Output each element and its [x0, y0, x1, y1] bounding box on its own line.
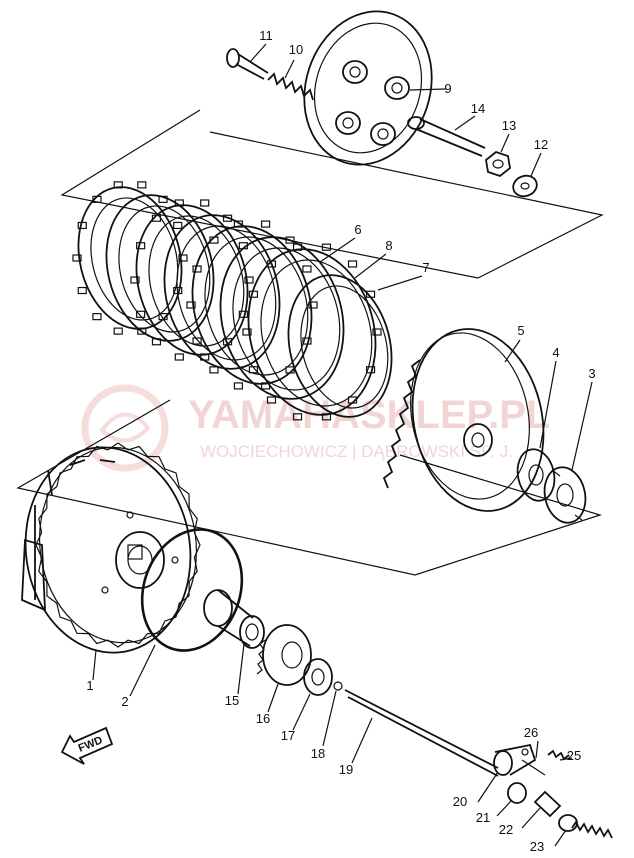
plate-bosses — [335, 60, 410, 146]
watermark-brand: YAMAHASKLEP.PL — [188, 393, 550, 437]
callout-leader-6 — [319, 237, 356, 263]
callout-leader-9 — [409, 88, 447, 91]
callout-number-3: 3 — [588, 366, 595, 381]
callout-number-9: 9 — [444, 81, 451, 96]
callout-leader-19 — [351, 717, 373, 764]
callout-number-1: 1 — [86, 678, 93, 693]
screw-23 — [571, 820, 613, 839]
lock-washer — [543, 466, 587, 524]
callout-number-23: 23 — [530, 839, 544, 854]
callout-leader-3 — [571, 381, 593, 471]
clutch-boss — [382, 328, 545, 512]
callout-number-11: 11 — [259, 28, 273, 43]
callout-number-17: 17 — [281, 728, 295, 743]
washer-17 — [303, 658, 333, 696]
callout-leader-1 — [92, 649, 97, 681]
callout-leader-17 — [292, 693, 311, 731]
callout-leader-22 — [521, 807, 541, 829]
callout-number-13: 13 — [502, 118, 516, 133]
callout-leader-20 — [477, 771, 499, 803]
guide-planes — [16, 109, 604, 576]
callout-number-21: 21 — [476, 810, 490, 825]
callout-number-12: 12 — [534, 137, 548, 152]
push-rod — [407, 116, 486, 157]
callout-leader-7 — [377, 275, 423, 291]
callout-leader-12 — [530, 152, 542, 177]
callout-number-19: 19 — [339, 762, 353, 777]
callout-number-15: 15 — [225, 693, 239, 708]
callout-leader-2 — [129, 644, 156, 697]
callout-leader-18 — [322, 690, 337, 747]
callout-leader-15 — [237, 643, 245, 695]
primary-drive-gear — [256, 624, 312, 686]
callout-leader-25 — [559, 757, 573, 761]
callout-leader-10 — [284, 59, 295, 79]
callout-number-16: 16 — [256, 711, 270, 726]
callout-labels: 1234567891011121314151617181920212223252… — [86, 28, 595, 854]
release-mechanism — [493, 743, 613, 839]
steel-ball — [333, 681, 343, 691]
callout-number-5: 5 — [517, 323, 524, 338]
clutch-plate-stack — [72, 181, 393, 421]
return-spring — [547, 749, 570, 761]
callout-number-10: 10 — [289, 42, 303, 57]
push-rod-long — [344, 689, 499, 777]
washer-12 — [512, 174, 538, 198]
watermark-subtitle: WOJCIECHOWICZ | DĄBROWSKI SP. J. — [200, 442, 513, 461]
fwd-arrow-icon: FWD — [60, 726, 114, 765]
callout-leader-16 — [267, 683, 279, 713]
callout-leader-5 — [504, 339, 521, 363]
callout-number-6: 6 — [354, 222, 361, 237]
callout-number-18: 18 — [311, 746, 325, 761]
callout-leader-21 — [496, 799, 513, 817]
o-ring — [140, 528, 244, 652]
clutch-plate — [135, 204, 249, 356]
callout-leader-14 — [454, 115, 476, 131]
oil-seal — [507, 782, 527, 804]
callout-leader-4 — [539, 360, 557, 449]
lock-nut — [485, 150, 511, 178]
callout-number-8: 8 — [385, 238, 392, 253]
callout-number-7: 7 — [422, 260, 429, 275]
adjust-screw — [533, 790, 562, 818]
watermark: YAMAHASKLEP.PL WOJCIECHOWICZ | DĄBROWSKI… — [81, 384, 550, 472]
callout-number-2: 2 — [121, 694, 128, 709]
callout-number-26: 26 — [524, 725, 538, 740]
pressure-plate — [303, 10, 433, 166]
clutch-plate — [77, 186, 183, 330]
callout-number-14: 14 — [471, 101, 485, 116]
watermark-logo-icon — [81, 384, 169, 472]
clutch-plate — [219, 236, 345, 400]
clutch-housing — [21, 442, 201, 654]
callout-number-22: 22 — [499, 822, 513, 837]
callout-leader-11 — [249, 43, 267, 63]
callout-number-25: 25 — [567, 748, 581, 763]
pressure-plate-group — [226, 10, 538, 198]
fwd-label: FWD — [77, 734, 105, 755]
clutch-plate — [191, 225, 313, 385]
clutch-spring-bolt — [226, 48, 269, 80]
callout-leader-8 — [354, 253, 387, 279]
callout-number-20: 20 — [453, 794, 467, 809]
clutch-plate — [287, 274, 393, 418]
callout-leader-13 — [500, 133, 510, 153]
callout-leader-26 — [535, 740, 539, 759]
callout-number-4: 4 — [552, 345, 559, 360]
spacer-15 — [203, 589, 265, 649]
clutch-spring — [267, 72, 314, 101]
callout-leader-23 — [554, 829, 567, 847]
clutch-plate — [105, 194, 215, 342]
